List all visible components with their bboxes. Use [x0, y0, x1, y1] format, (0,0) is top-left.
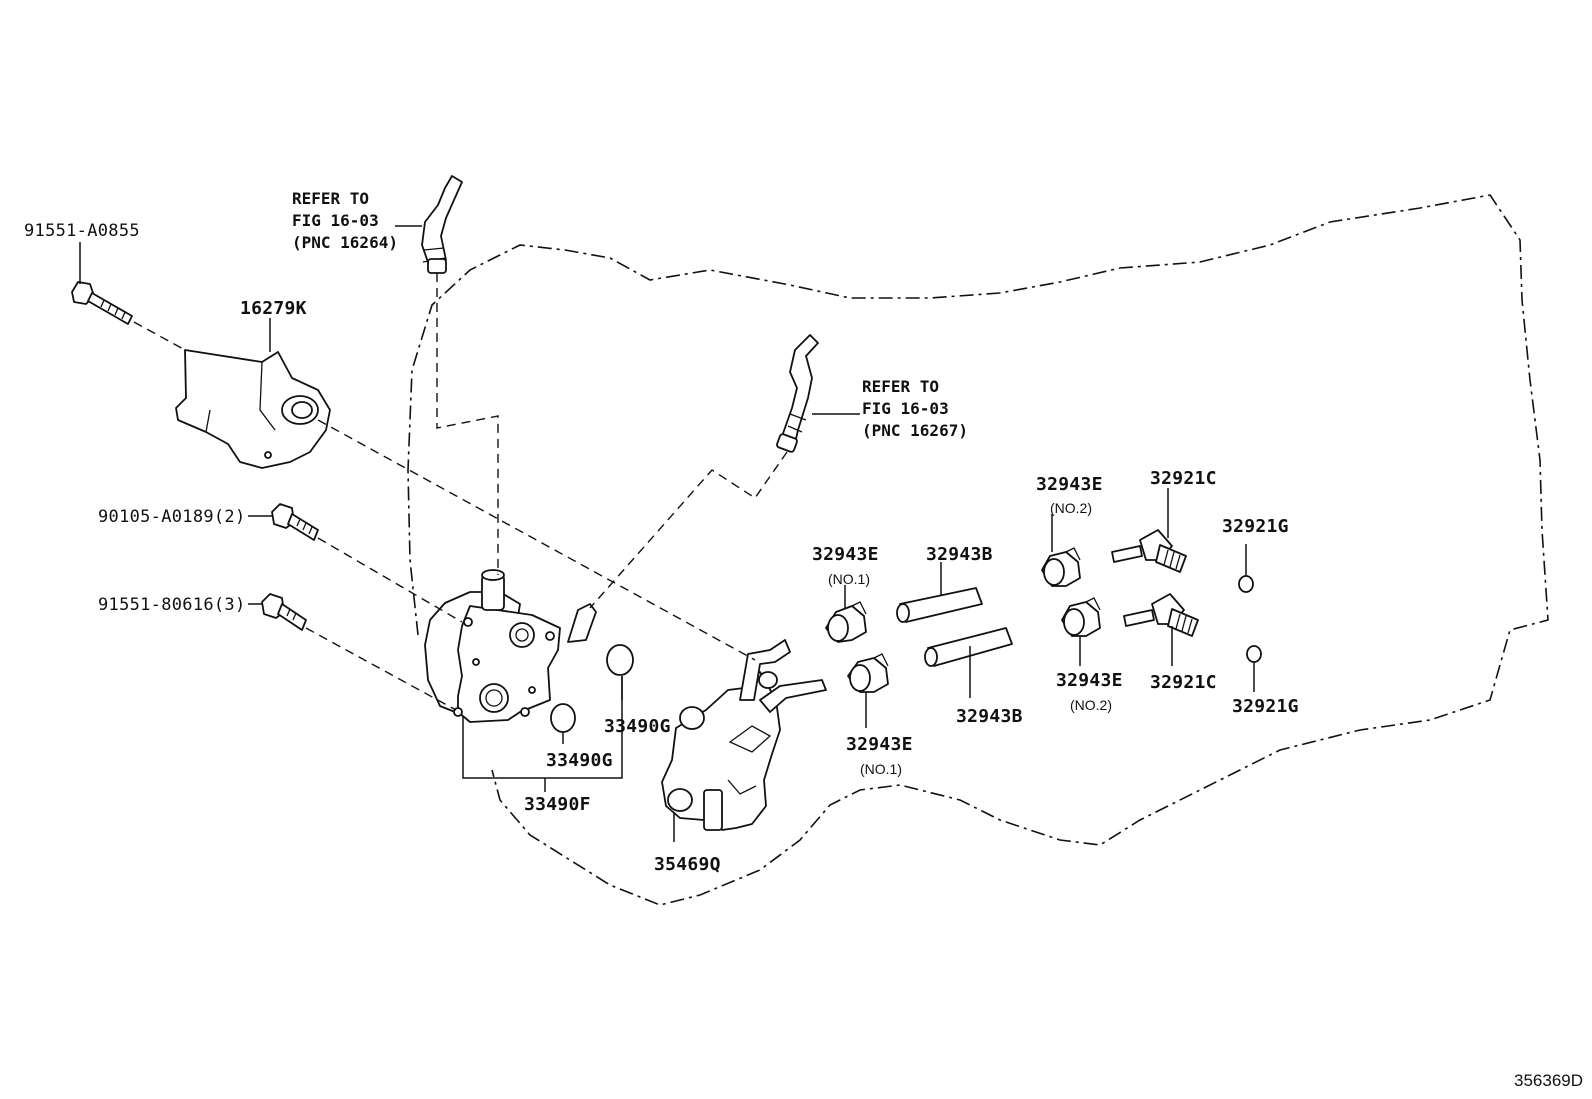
label-32943e-no2-bot-sub: (NO.2): [1070, 697, 1112, 713]
oring-33490g-lower: [550, 703, 576, 733]
gasket-32921g-top: [1238, 575, 1254, 593]
clamp-32943e-no2-top: [1041, 547, 1081, 587]
assy-line-bolt-top: [133, 321, 186, 351]
bracket-16279k: [175, 349, 331, 469]
label-16279k: 16279K: [240, 298, 307, 319]
assy-line-bracket-housing: [317, 419, 756, 661]
engine-outline: [407, 194, 1549, 906]
assy-line-bolt-low: [305, 627, 457, 711]
label-ref1-line1: REFER TO: [292, 189, 369, 208]
label-32943e-no1-bot: 32943E: [846, 734, 913, 755]
label-33490g-lower: 33490G: [546, 750, 613, 771]
label-32943b-bot: 32943B: [956, 706, 1023, 727]
label-35469q: 35469Q: [654, 854, 721, 875]
label-32943e-no1-top-sub: (NO.1): [828, 571, 870, 587]
clamp-32943e-no1-top: [825, 601, 867, 643]
label-32943e-no2-top-sub: (NO.2): [1050, 500, 1092, 516]
clamp-32943e-no2-bot: [1061, 597, 1101, 637]
assy-line-hose1: [436, 273, 499, 575]
label-90105-a0189: 90105-A0189(2): [98, 507, 246, 527]
label-32943e-no2-top: 32943E: [1036, 474, 1103, 495]
label-33490f: 33490F: [524, 794, 591, 815]
label-32943e-no2-bot: 32943E: [1056, 670, 1123, 691]
label-ref1-line2: FIG 16-03: [292, 211, 379, 230]
label-91551-a0855: 91551-A0855: [24, 221, 140, 241]
assy-line-bolt-mid: [317, 537, 463, 623]
label-32943e-no1-bot-sub: (NO.1): [860, 761, 902, 777]
label-ref1-line3: (PNC 16264): [292, 233, 398, 252]
oring-33490g-upper: [606, 644, 634, 676]
union-32921c-bot: [1123, 593, 1199, 637]
label-32921c-top: 32921C: [1150, 468, 1217, 489]
gasket-32921g-bot: [1246, 645, 1262, 663]
label-ref2-line3: (PNC 16267): [862, 421, 968, 440]
union-32921c-top: [1111, 529, 1187, 573]
label-ref2-line1: REFER TO: [862, 377, 939, 396]
label-33490g-upper: 33490G: [604, 716, 671, 737]
assy-line-hose2: [589, 451, 788, 609]
hose-32943b-bot: [924, 627, 1013, 667]
bolt-91551-a0855: [71, 281, 133, 325]
bolt-90105-a0189: [271, 503, 319, 541]
label-32943b-top: 32943B: [926, 544, 993, 565]
hose-pnc-16264: [421, 175, 463, 274]
label-32921c-bot: 32921C: [1150, 672, 1217, 693]
label-32921g-top: 32921G: [1222, 516, 1289, 537]
housing-35469q: [661, 639, 827, 831]
label-ref2-line2: FIG 16-03: [862, 399, 949, 418]
label-32921g-bot: 32921G: [1232, 696, 1299, 717]
diagram-code: 356369D: [1514, 1071, 1583, 1090]
bolt-91551-80616: [261, 593, 307, 631]
label-91551-80616: 91551-80616(3): [98, 595, 246, 615]
clamp-32943e-no1-bot: [847, 653, 889, 693]
hose-pnc-16267: [776, 334, 819, 453]
bracket-33490f: [462, 676, 623, 779]
vacuum-pump-33490f: [424, 569, 597, 723]
hose-32943b-top: [896, 587, 983, 623]
label-32943e-no1-top: 32943E: [812, 544, 879, 565]
